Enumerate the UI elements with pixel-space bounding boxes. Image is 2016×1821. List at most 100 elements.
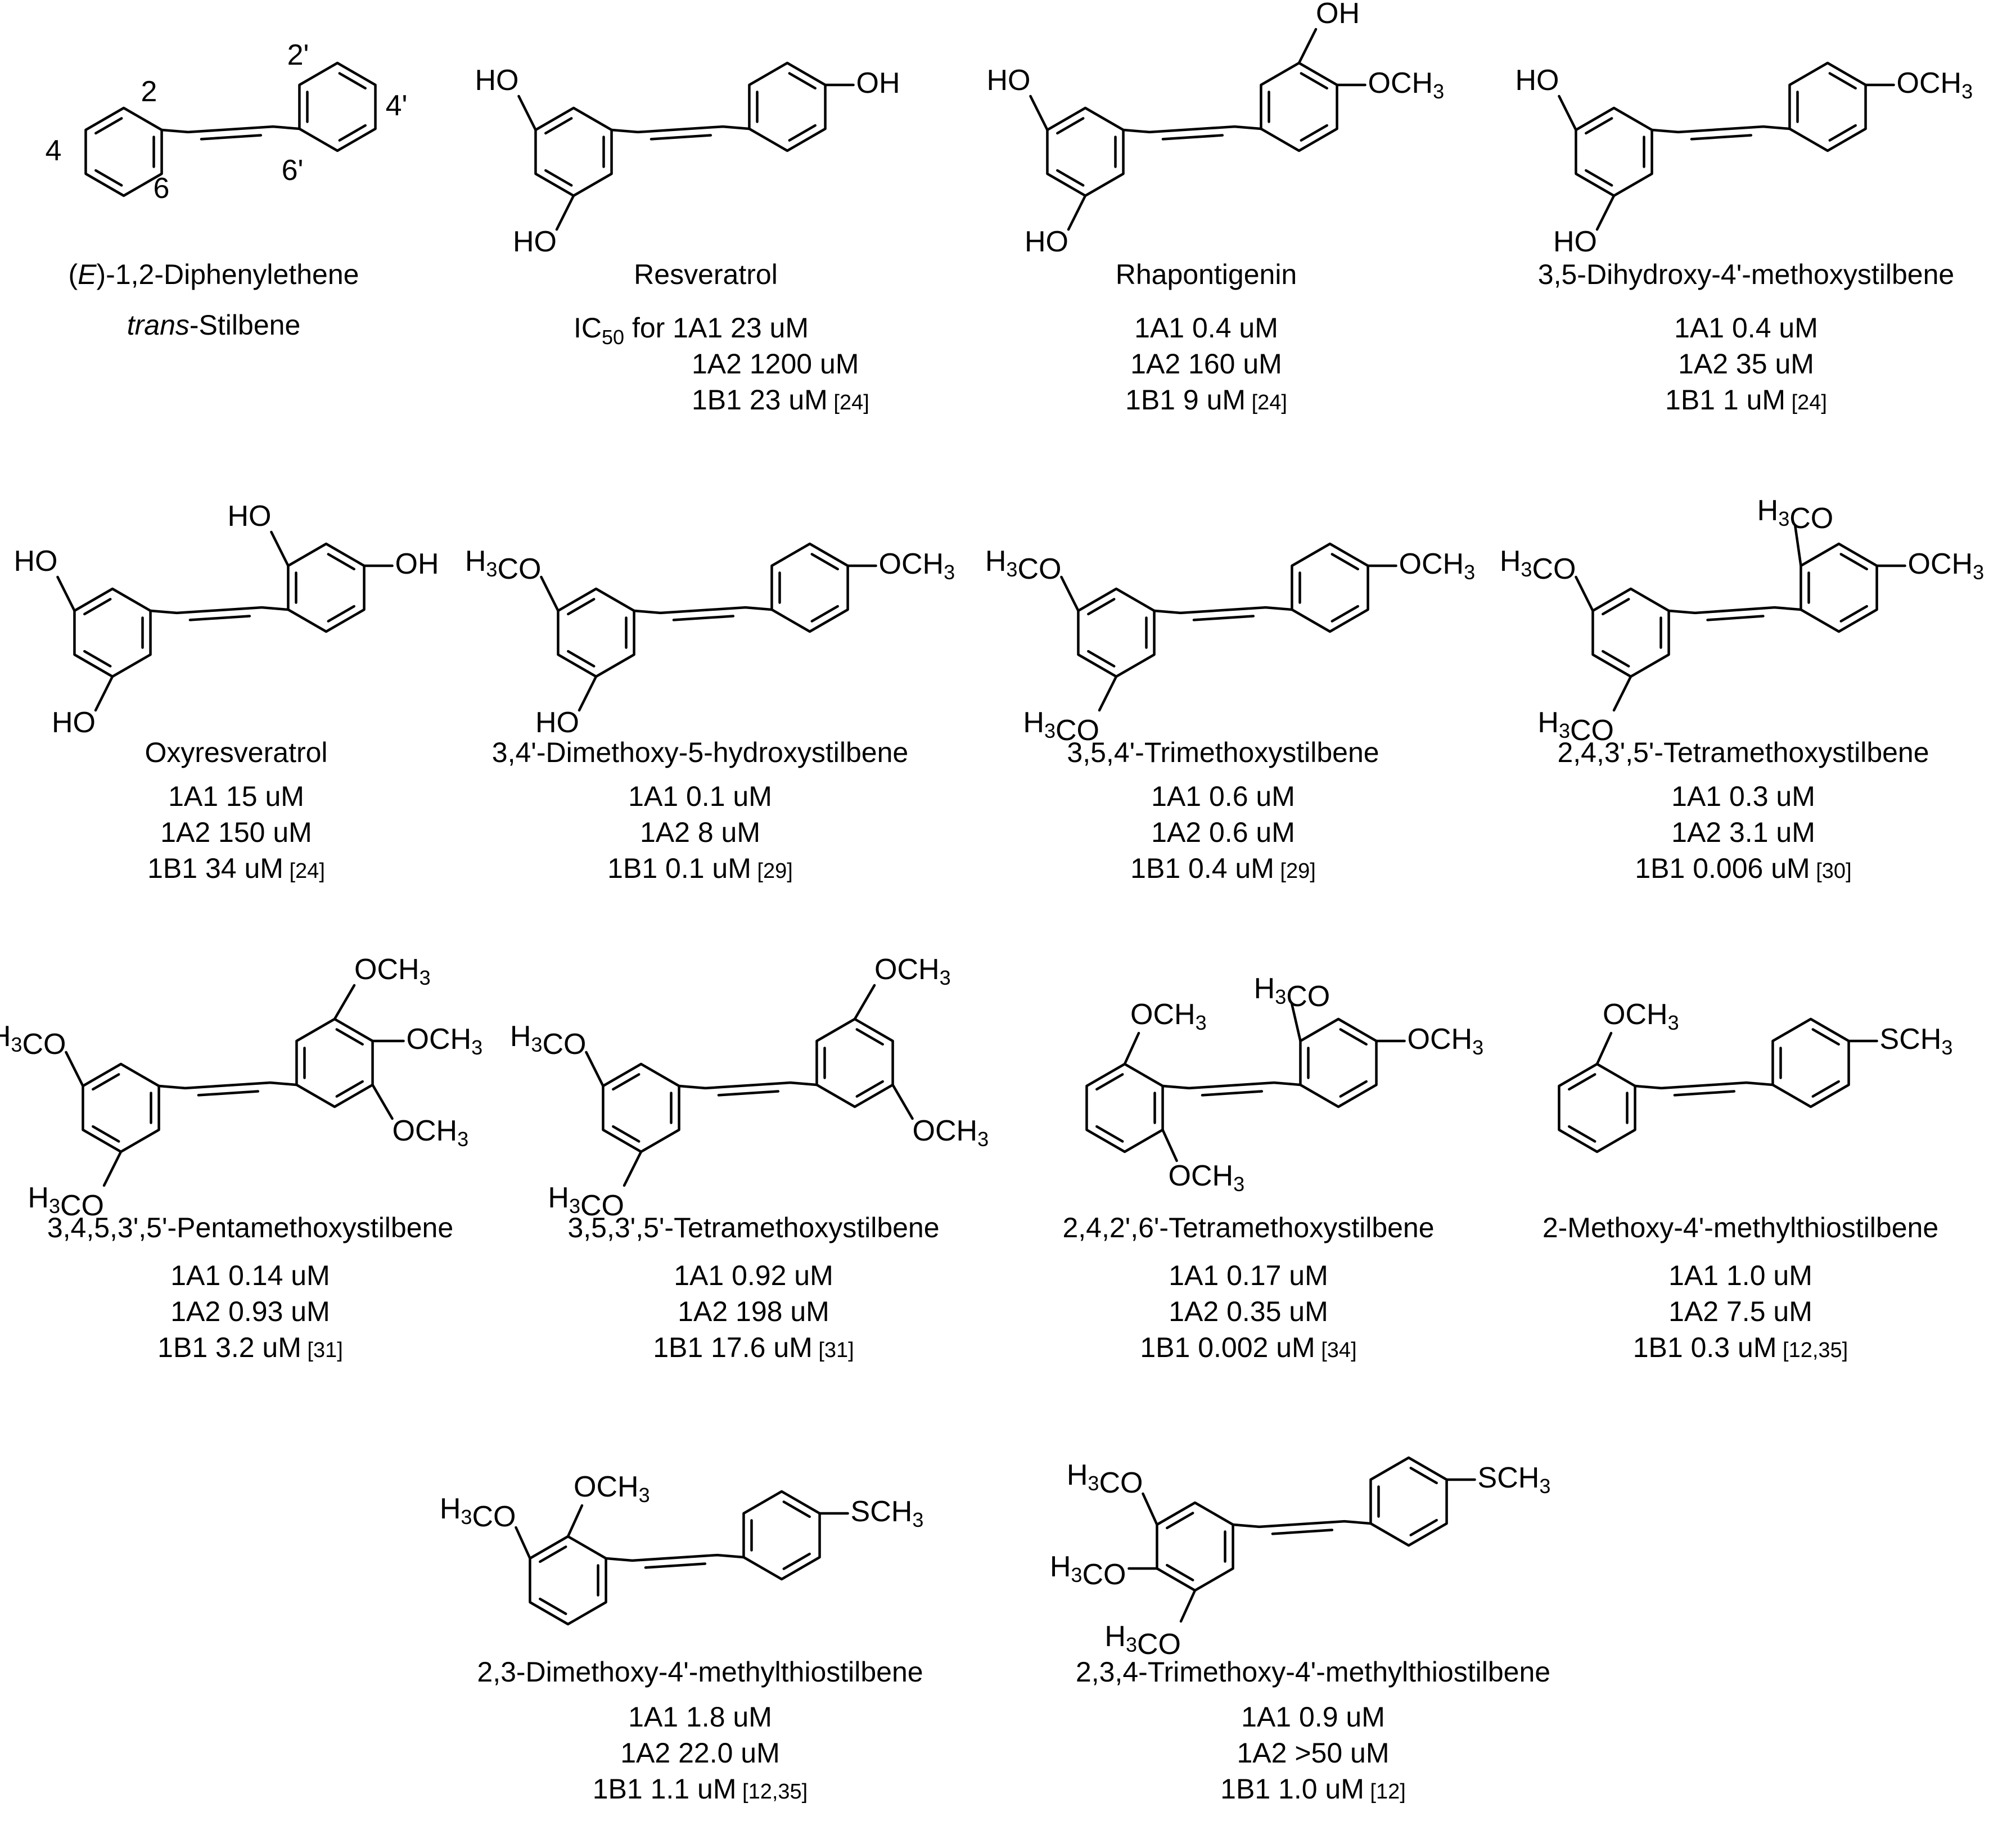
- substituent-label: OCH3: [913, 1115, 989, 1151]
- position-label: 6': [282, 154, 304, 187]
- ic50-value: 1B1 0.002 uM [34]: [1140, 1332, 1356, 1363]
- compound-tetramethoxy-3535: H3COH3COOCH3OCH33,5,3',5'-Tetramethoxyst…: [510, 953, 989, 1363]
- compound-name: 2,3,4-Trimethoxy-4'-methylthiostilbene: [1076, 1656, 1550, 1688]
- position-label: 4': [386, 89, 408, 122]
- ic50-value: 1B1 0.1 uM [29]: [607, 853, 793, 884]
- substituent-label: OCH3: [574, 1471, 650, 1507]
- ic50-value: 1A2 8 uM: [640, 817, 760, 848]
- substituent-label: HO: [1515, 64, 1559, 97]
- compound-trimethoxy-methylthio: H3COH3COH3COSCH32,3,4-Trimethoxy-4'-meth…: [1050, 1456, 1551, 1805]
- compound-name: 3,5,3',5'-Tetramethoxystilbene: [567, 1212, 939, 1243]
- ic50-value: 1A1 0.92 uM: [674, 1260, 833, 1291]
- substituent-label: HO: [475, 64, 518, 97]
- ic50-value: 1A1 0.1 uM: [628, 781, 772, 812]
- ic50-value: 1B1 3.2 uM [31]: [157, 1332, 343, 1363]
- substituent-label: SCH3: [851, 1495, 924, 1531]
- compound-name: 2-Methoxy-4'-methylthiostilbene: [1543, 1212, 1938, 1243]
- ic50-value: 1A1 15 uM: [168, 781, 304, 812]
- substituent-label: OCH3: [354, 953, 431, 989]
- substituent-label: SCH3: [1478, 1462, 1551, 1498]
- compound-name: Rhapontigenin: [1116, 259, 1297, 290]
- substituent-label: H3CO: [510, 1020, 587, 1061]
- ic50-value: 1A1 0.6 uM: [1151, 781, 1295, 812]
- substituent-label: OCH3: [1908, 548, 1985, 584]
- compound-name: 2,3-Dimethoxy-4'-methylthiostilbene: [477, 1656, 923, 1688]
- ic50-value: 1A1 1.0 uM: [1668, 1260, 1812, 1291]
- position-label: 2: [141, 75, 157, 108]
- citation-ref: [24]: [1785, 391, 1827, 414]
- compound-name: 3,5-Dihydroxy-4'-methoxystilbene: [1538, 259, 1954, 290]
- substituent-label: OCH3: [407, 1023, 483, 1059]
- substituent-label: OCH3: [1130, 998, 1207, 1034]
- substituent-label: H3CO: [1254, 972, 1331, 1013]
- substituent-label: HO: [1553, 226, 1597, 258]
- substituent-label: HO: [513, 226, 557, 258]
- substituent-label: H3CO: [465, 545, 542, 585]
- substituent-label: OH: [1316, 0, 1360, 30]
- ic50-value: 1A2 0.6 uM: [1151, 817, 1295, 848]
- compound-tetramethoxy-2426: OCH3OCH3H3COOCH32,4,2',6'-Tetramethoxyst…: [1062, 972, 1483, 1363]
- substituent-label: H3CO: [1537, 706, 1614, 747]
- substituent-label: OCH3: [874, 953, 951, 989]
- compound-name: 2,4,2',6'-Tetramethoxystilbene: [1062, 1212, 1434, 1243]
- ic50-value: 1B1 23 uM [24]: [692, 384, 869, 416]
- compound-pentamethoxy: H3COH3COOCH3OCH3OCH33,4,5,3',5'-Pentamet…: [0, 953, 482, 1363]
- compound-alt-name: trans-Stilbene: [127, 309, 301, 341]
- substituent-label: OCH3: [1399, 548, 1476, 584]
- substituent-label: OCH3: [1603, 998, 1679, 1034]
- compound-name: Oxyresveratrol: [145, 737, 327, 768]
- substituent-label: H3CO: [1104, 1620, 1181, 1661]
- substituent-label: OCH3: [1169, 1160, 1245, 1196]
- substituent-label: HO: [13, 545, 57, 578]
- substituent-label: OH: [395, 548, 439, 580]
- citation-ref: [12,35]: [736, 1780, 808, 1804]
- compound-stilbene: 2462'4'6'(E)-1,2-Diphenylethenetrans-Sti…: [46, 39, 408, 341]
- ic50-header: IC50 for 1A1 23 uM: [574, 312, 809, 349]
- ic50-value: 1A2 22.0 uM: [620, 1737, 780, 1769]
- ic50-value: 1B1 1.1 uM [12,35]: [593, 1773, 808, 1805]
- citation-ref: [34]: [1315, 1338, 1357, 1362]
- compound-name: (E)-1,2-Diphenylethene: [69, 259, 359, 290]
- ic50-value: 1A2 35 uM: [1678, 348, 1814, 380]
- citation-ref: [31]: [301, 1338, 343, 1362]
- ic50-value: 1A1 0.9 uM: [1241, 1701, 1385, 1733]
- ic50-value: 1A1 1.8 uM: [628, 1701, 772, 1733]
- position-label: 6: [154, 172, 170, 205]
- compound-trimethoxy: H3COH3COOCH33,5,4'-Trimethoxystilbene1A1…: [985, 542, 1476, 884]
- substituent-label: HO: [227, 500, 271, 533]
- substituent-label: H3CO: [1500, 545, 1576, 585]
- substituent-label: H3CO: [1757, 494, 1834, 535]
- ic50-value: 1A2 7.5 uM: [1668, 1296, 1812, 1327]
- ic50-value: 1B1 0.4 uM [29]: [1130, 853, 1316, 884]
- substituent-label: H3CO: [440, 1493, 516, 1533]
- substituent-label: SCH3: [1880, 1023, 1953, 1059]
- substituent-label: H3CO: [1067, 1459, 1143, 1499]
- position-label: 2': [287, 39, 309, 71]
- ic50-value: 1A1 0.4 uM: [1674, 312, 1818, 344]
- ic50-value: 1A2 198 uM: [678, 1296, 829, 1327]
- compound-dihydroxy-methoxy: HO HO OCH3 3,5-Dihydroxy-4'-methoxystilbene…: [1515, 61, 1973, 416]
- citation-ref: [24]: [283, 859, 325, 883]
- substituent-label: HO: [1025, 226, 1068, 258]
- substituent-label: OCH3: [1897, 67, 1973, 103]
- ic50-value: 1B1 0.006 uM [30]: [1635, 853, 1851, 884]
- compound-dimethoxy-hydroxy: H3COHOOCH33,4'-Dimethoxy-5-hydroxystilbe…: [465, 542, 955, 884]
- compound-name: Resveratrol: [634, 259, 778, 290]
- citation-ref: [12,35]: [1776, 1338, 1848, 1362]
- substituent-label: HO: [535, 706, 579, 739]
- ic50-value: 1A1 0.3 uM: [1671, 781, 1815, 812]
- substituent-label: OCH3: [1408, 1023, 1484, 1059]
- substituent-label: HO: [986, 64, 1030, 97]
- ic50-value: 1A2 160 uM: [1130, 348, 1282, 380]
- ic50-value: 1B1 0.3 uM [12,35]: [1633, 1332, 1848, 1363]
- ic50-value: 1B1 1.0 uM [12]: [1220, 1773, 1406, 1805]
- compound-name: 3,4,5,3',5'-Pentamethoxystilbene: [47, 1212, 453, 1243]
- citation-ref: [12]: [1364, 1780, 1406, 1804]
- substituent-label: H3CO: [28, 1182, 104, 1222]
